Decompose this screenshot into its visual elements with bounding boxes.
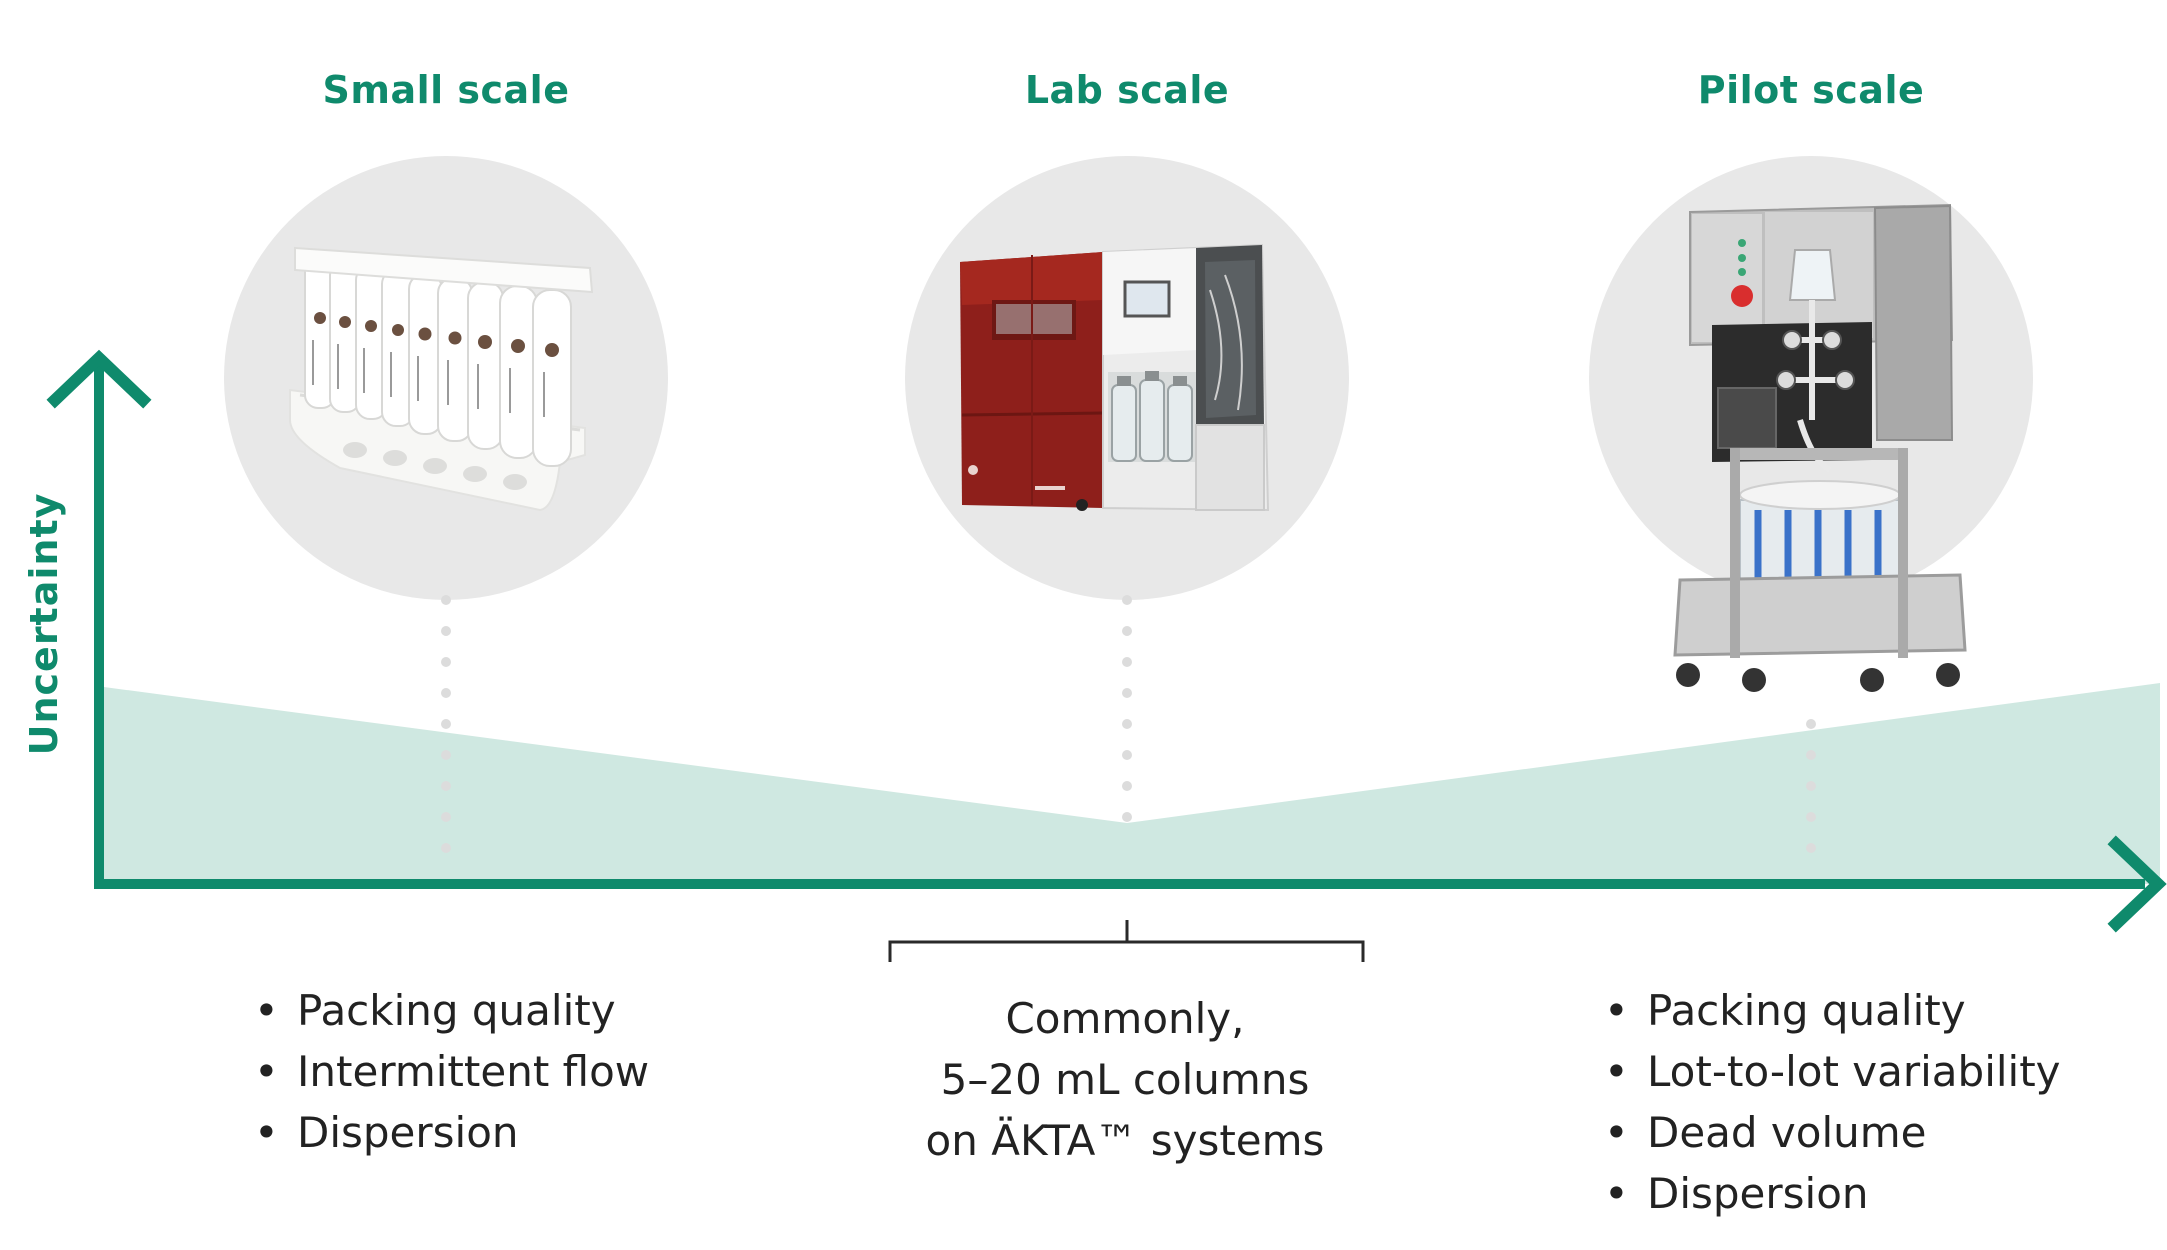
list-item: Intermittent flow — [254, 1041, 649, 1102]
small-scale-title: Small scale — [322, 68, 570, 112]
lab-scale-title: Lab scale — [1024, 68, 1230, 112]
y-axis-label: Uncertainty — [22, 492, 66, 756]
list-item: Packing quality — [254, 980, 649, 1041]
small-scale-dotted-connector — [441, 595, 451, 853]
pilot-skid-system-image — [1673, 203, 1967, 692]
y-axis — [46, 349, 152, 889]
lab-scale-bracket — [888, 920, 1365, 962]
list-item: Lot-to-lot variability — [1604, 1041, 2061, 1102]
lab-scale-note: Commonly, 5–20 mL columns on ÄKTA™ syste… — [830, 988, 1420, 1171]
pilot-scale-dotted-connector — [1806, 719, 1816, 853]
list-item: Dispersion — [254, 1102, 649, 1163]
akta-lab-system-image — [960, 243, 1270, 512]
uncertainty-band — [104, 683, 2160, 884]
list-item: Packing quality — [1604, 980, 2061, 1041]
list-item: Dead volume — [1604, 1102, 2061, 1163]
lab-note-line: Commonly, — [1005, 994, 1245, 1043]
lab-note-line: on ÄKTA™ systems — [925, 1116, 1325, 1165]
x-axis — [94, 835, 2167, 933]
list-item: Dispersion — [1604, 1163, 2061, 1224]
lab-scale-dotted-connector — [1122, 595, 1132, 822]
small-scale-considerations: Packing quality Intermittent flow Disper… — [254, 980, 649, 1163]
multi-column-plate-image — [289, 246, 594, 512]
lab-note-line: 5–20 mL columns — [940, 1055, 1310, 1104]
pilot-scale-considerations: Packing quality Lot-to-lot variability D… — [1604, 980, 2061, 1224]
pilot-scale-title: Pilot scale — [1697, 68, 1925, 112]
